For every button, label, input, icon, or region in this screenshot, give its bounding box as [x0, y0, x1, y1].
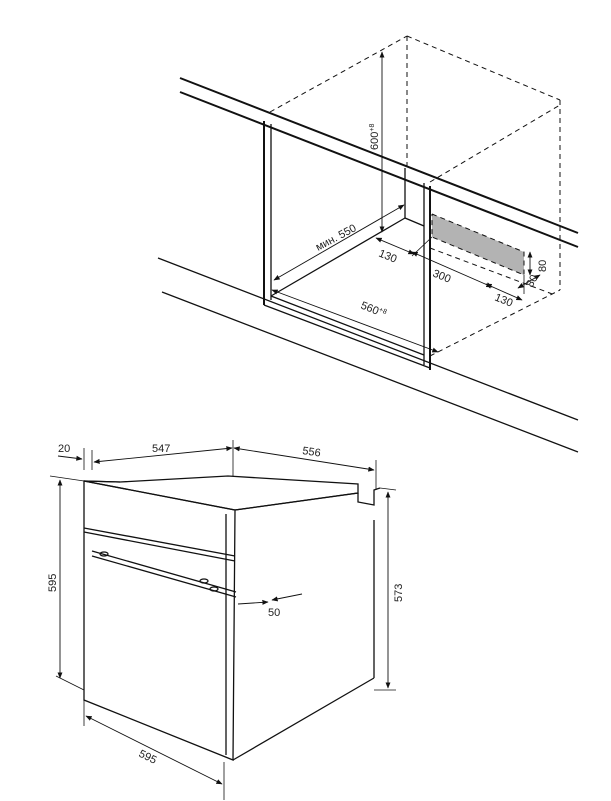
- body-depth-label: 547: [152, 443, 170, 455]
- handle-projection-label: 50: [268, 607, 280, 619]
- full-depth-label: 556: [302, 445, 322, 459]
- cutout-back-dimension-line: [485, 283, 523, 301]
- dashed-front-top: [269, 35, 408, 113]
- cutout-front-dimension-line: [375, 237, 415, 255]
- oven-top-surface: [83, 475, 359, 511]
- dashed-bottom-right: [429, 289, 561, 357]
- ext-573-top: [379, 487, 397, 491]
- cutout-height-label: 80: [537, 260, 549, 272]
- dashed-right-top: [429, 104, 561, 183]
- ventilation-cutout-outline: [431, 213, 525, 276]
- handle-mount-left: [99, 551, 109, 557]
- width-dimension-line: [271, 289, 439, 353]
- body-height-label: 573: [393, 584, 405, 602]
- control-panel-divider-2: [83, 531, 236, 562]
- countertop-bottom-edge: [179, 91, 579, 248]
- height-label: 600+8: [369, 124, 381, 150]
- ventilation-cutout: [432, 214, 524, 275]
- cutout-front-label: 130: [377, 248, 399, 266]
- oven-back-step: [357, 487, 381, 506]
- cutout-width-label: 300: [431, 268, 453, 286]
- extension-line-2: [411, 236, 433, 257]
- cutout-width-dimension-line: [411, 251, 493, 288]
- panel-offset-label: 20: [58, 443, 70, 455]
- control-panel-divider: [83, 527, 236, 557]
- cutout-diagonal-dimension-line: [517, 274, 541, 289]
- dim-595-width-line: [85, 715, 223, 785]
- oven-side-bottom: [232, 677, 375, 761]
- cabinet-niche-drawing: 600+8 мин. 550 560+8 130 300 130 80 80: [157, 35, 579, 453]
- dashed-top-right: [406, 35, 561, 101]
- niche-floor-front: [263, 304, 431, 369]
- dim-556-line: [233, 446, 375, 472]
- floor-line-lower: [161, 291, 579, 453]
- oven-drawing: 20 547 556 595 573 50 595: [47, 440, 405, 800]
- oven-front-panel: [83, 480, 236, 761]
- floor-line-upper: [157, 257, 579, 421]
- dim-20-line: [57, 455, 83, 461]
- ext-595h-bottom: [55, 675, 85, 691]
- countertop-top-edge: [179, 77, 579, 234]
- front-height-label: 595: [47, 574, 59, 592]
- depth-dimension-line: [273, 204, 405, 281]
- dim-50-line: [237, 599, 269, 605]
- handle-mount-right-2: [209, 586, 219, 592]
- dim-547-line: [93, 446, 233, 464]
- ext-595h-top: [49, 475, 85, 482]
- cutout-depth-label: 80: [524, 273, 541, 290]
- niche-floor-inner-front: [270, 295, 425, 356]
- oven-top-left-edge: [83, 480, 121, 483]
- width-label: 560+8: [359, 300, 388, 321]
- oven-side-top: [234, 492, 359, 511]
- niche-back-bottom: [404, 217, 425, 227]
- door-handle-bottom: [91, 555, 237, 598]
- door-handle-top: [91, 550, 237, 593]
- cutout-back-label: 130: [493, 292, 515, 310]
- handle-mount-right: [199, 578, 209, 584]
- dim-50-line-2: [271, 593, 303, 602]
